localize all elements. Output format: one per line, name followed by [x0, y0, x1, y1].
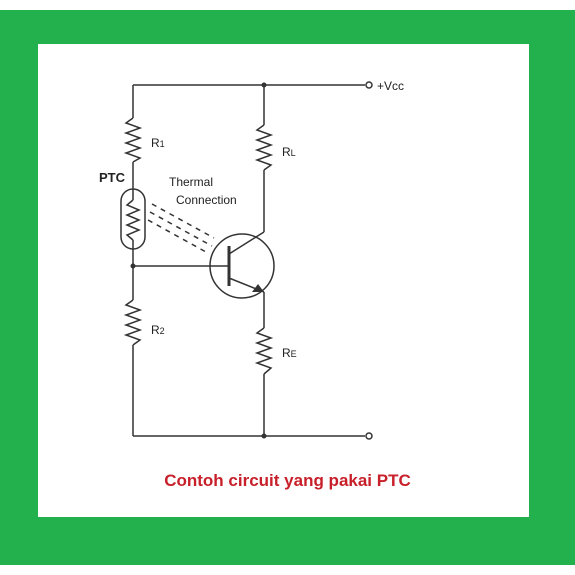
re-label-sub: E [291, 349, 297, 359]
thermal-label-line2: Connection [176, 193, 237, 207]
thermal-dash-1 [151, 203, 215, 239]
ground-terminal [365, 432, 373, 440]
collector-lead [228, 231, 265, 255]
vcc-label: +Vcc [377, 79, 404, 93]
diagram-panel [38, 44, 529, 517]
caption-text: Contoh circuit yang pakai PTC [164, 471, 411, 490]
thermal-dash-2 [149, 211, 213, 247]
r2-label-sub: 2 [160, 326, 165, 336]
junction-dot-base [130, 263, 136, 269]
junction-dot-top [261, 82, 267, 88]
rl-label: RL [282, 145, 296, 159]
r2-label-main: R [151, 323, 160, 337]
junction-dot-bottom [261, 433, 267, 439]
thermal-dash-3 [147, 219, 207, 253]
resistor-rl [254, 124, 274, 171]
vcc-terminal [365, 81, 373, 89]
re-label: RE [282, 346, 297, 360]
resistor-re [254, 327, 274, 375]
transistor-circle [209, 233, 275, 299]
rl-label-sub: L [291, 148, 296, 158]
ptc-resistor [125, 199, 141, 241]
re-label-main: R [282, 346, 291, 360]
r1-label: R1 [151, 136, 165, 150]
resistor-r2 [123, 299, 143, 346]
r2-label: R2 [151, 323, 165, 337]
resistor-r1 [123, 117, 143, 163]
r1-label-sub: 1 [160, 139, 165, 149]
emitter-arrow [252, 284, 264, 292]
ptc-label: PTC [99, 170, 126, 185]
thermal-label-line1: Thermal [169, 175, 213, 189]
r1-label-main: R [151, 136, 160, 150]
rl-label-main: R [282, 145, 291, 159]
